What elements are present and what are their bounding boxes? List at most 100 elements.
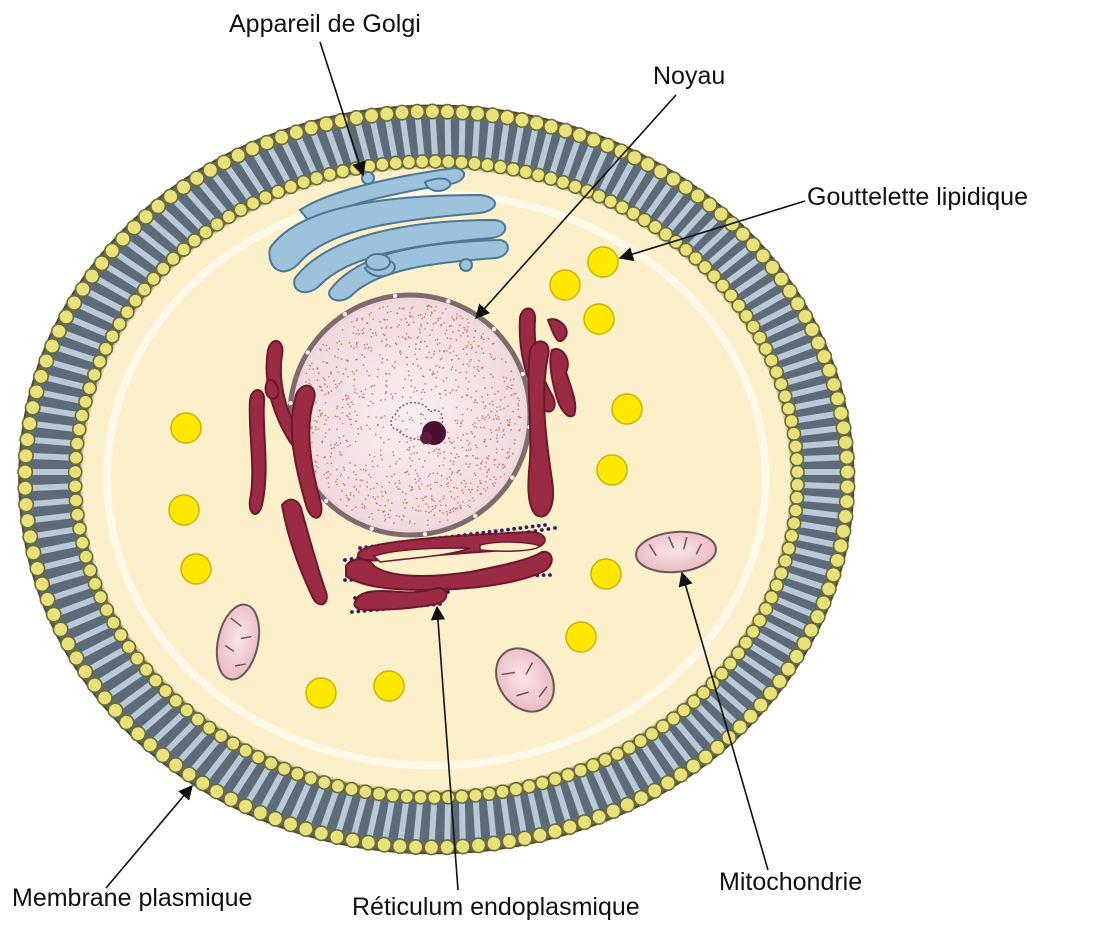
phospholipid-head <box>790 453 803 466</box>
chromatin-dot <box>356 393 358 395</box>
chromatin-dot <box>416 358 418 360</box>
chromatin-dot <box>449 345 451 347</box>
chromatin-dot <box>390 393 392 395</box>
chromatin-dot <box>342 329 344 331</box>
chromatin-dot <box>471 489 473 491</box>
phospholipid-head <box>93 355 106 368</box>
chromatin-dot <box>324 436 326 438</box>
chromatin-dot <box>410 417 412 419</box>
phospholipid-head <box>227 737 240 750</box>
chromatin-dot <box>484 387 486 389</box>
chromatin-dot <box>450 325 452 327</box>
chromatin-dot <box>384 415 386 417</box>
chromatin-dot <box>370 347 372 349</box>
chromatin-dot <box>494 393 496 395</box>
chromatin-dot <box>446 514 448 516</box>
phospholipid-head <box>345 833 359 847</box>
chromatin-dot <box>409 457 411 459</box>
chromatin-dot <box>352 332 354 334</box>
lipid-tail <box>800 443 842 446</box>
phospholipid-head <box>159 684 172 697</box>
chromatin-dot <box>341 454 343 456</box>
phospholipid-head <box>822 363 836 377</box>
chromatin-dot <box>475 352 477 354</box>
nuclear-pore <box>473 514 477 518</box>
phospholipid-head <box>345 783 358 796</box>
chromatin-dot <box>346 415 348 417</box>
chromatin-dot <box>411 316 413 318</box>
phospholipid-head <box>532 168 545 181</box>
chromatin-dot <box>456 422 458 424</box>
phospholipid-head <box>789 649 803 663</box>
chromatin-dot <box>512 453 514 455</box>
lipid-droplet <box>171 413 201 443</box>
phospholipid-head <box>416 155 429 168</box>
chromatin-dot <box>398 516 400 518</box>
phospholipid-head <box>76 536 89 549</box>
chromatin-dot <box>402 396 404 398</box>
phospholipid-head <box>105 244 119 258</box>
chromatin-dot <box>383 333 385 335</box>
chromatin-dot <box>424 460 426 462</box>
phospholipid-head <box>21 513 35 527</box>
chromatin-dot <box>432 472 434 474</box>
chromatin-dot <box>493 459 495 461</box>
chromatin-dot <box>392 365 394 367</box>
phospholipid-head <box>39 354 53 368</box>
chromatin-dot <box>387 306 389 308</box>
chromatin-dot <box>466 345 468 347</box>
chromatin-dot <box>514 443 516 445</box>
chromatin-dot <box>460 505 462 507</box>
chromatin-dot <box>433 351 435 353</box>
phospholipid-head <box>268 812 282 826</box>
chromatin-dot <box>358 433 360 435</box>
phospholipid-head <box>319 117 333 131</box>
chromatin-dot <box>453 463 455 465</box>
chromatin-dot <box>477 489 479 491</box>
chromatin-dot <box>383 319 385 321</box>
chromatin-dot <box>409 520 411 522</box>
chromatin-dot <box>382 495 384 497</box>
chromatin-dot <box>456 407 458 409</box>
chromatin-dot <box>340 499 342 501</box>
chromatin-dot <box>432 371 434 373</box>
chromatin-dot <box>327 471 329 473</box>
lipid-tail <box>416 801 420 843</box>
chromatin-dot <box>421 398 423 400</box>
chromatin-dot <box>450 453 452 455</box>
chromatin-dot <box>362 396 364 398</box>
chromatin-dot <box>502 430 504 432</box>
chromatin-dot <box>384 399 386 401</box>
chromatin-dot <box>404 337 406 339</box>
phospholipid-head <box>500 110 514 124</box>
chromatin-dot <box>507 452 509 454</box>
chromatin-dot <box>484 441 486 443</box>
phospholipid-head <box>47 607 61 621</box>
phospholipid-head <box>304 772 317 785</box>
chromatin-dot <box>371 460 373 462</box>
phospholipid-head <box>544 119 558 133</box>
chromatin-dot <box>429 484 431 486</box>
chromatin-dot <box>394 483 396 485</box>
phospholipid-head <box>79 395 92 408</box>
chromatin-dot <box>356 343 358 345</box>
phospholipid-head <box>577 815 591 829</box>
chromatin-dot <box>424 383 426 385</box>
chromatin-dot <box>453 441 455 443</box>
ribosome <box>531 525 535 529</box>
chromatin-dot <box>515 393 517 395</box>
chromatin-dot <box>415 469 417 471</box>
phospholipid-head <box>26 545 40 559</box>
chromatin-dot <box>441 475 443 477</box>
ribosome <box>356 610 360 614</box>
chromatin-dot <box>364 507 366 509</box>
chromatin-dot <box>517 403 519 405</box>
chromatin-dot <box>487 394 489 396</box>
chromatin-dot <box>318 372 320 374</box>
chromatin-dot <box>462 501 464 503</box>
chromatin-dot <box>490 411 492 413</box>
chromatin-dot <box>450 491 452 493</box>
chromatin-dot <box>379 354 381 356</box>
chromatin-dot <box>508 421 510 423</box>
phospholipid-head <box>836 421 850 435</box>
